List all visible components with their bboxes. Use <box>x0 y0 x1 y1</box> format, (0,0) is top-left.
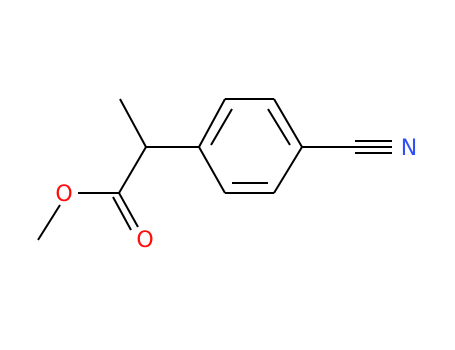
bond-ring-3 <box>273 98 303 148</box>
bond-ether-o-methyl <box>37 204 61 241</box>
bond-carbonyl-double-b <box>112 196 132 231</box>
atom-nitrogen-nitrile: N <box>401 136 417 161</box>
bond-ring-4 <box>273 146 303 194</box>
bond-methyl <box>119 98 147 148</box>
atom-oxygen-ether: O <box>55 182 72 207</box>
bond-ch-carbonyl <box>118 146 147 194</box>
bond-ring-6 <box>198 146 226 194</box>
bond-ring-inner-1 <box>210 108 233 146</box>
atom-oxygen-carbonyl: O <box>136 228 153 253</box>
bond-carbonyl-double-a <box>118 192 139 228</box>
bond-ring-inner-2 <box>267 108 291 146</box>
bond-ring-1 <box>198 98 226 148</box>
